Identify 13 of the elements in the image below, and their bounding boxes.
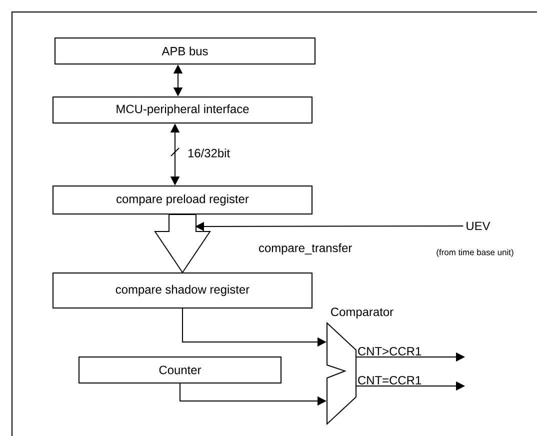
transfer-arrow xyxy=(154,214,211,274)
signal-name: UEV xyxy=(466,222,490,230)
edge-label: 16/32bit xyxy=(186,148,232,158)
register-box: compare shadow register xyxy=(52,272,312,308)
node-heading: Comparator xyxy=(331,308,394,318)
signal-source-note: (from time base unit) xyxy=(436,249,514,257)
register-box: APB bus xyxy=(54,38,316,64)
register-box: MCU-peripheral interface xyxy=(52,96,312,124)
register-box: compare preload register xyxy=(52,186,312,214)
edge-label: CNT=CCR1 xyxy=(356,375,423,386)
register-box: Counter xyxy=(78,356,282,384)
edge-label: CNT>CCR1 xyxy=(356,346,423,356)
edge-label: compare_transfer xyxy=(258,242,354,256)
